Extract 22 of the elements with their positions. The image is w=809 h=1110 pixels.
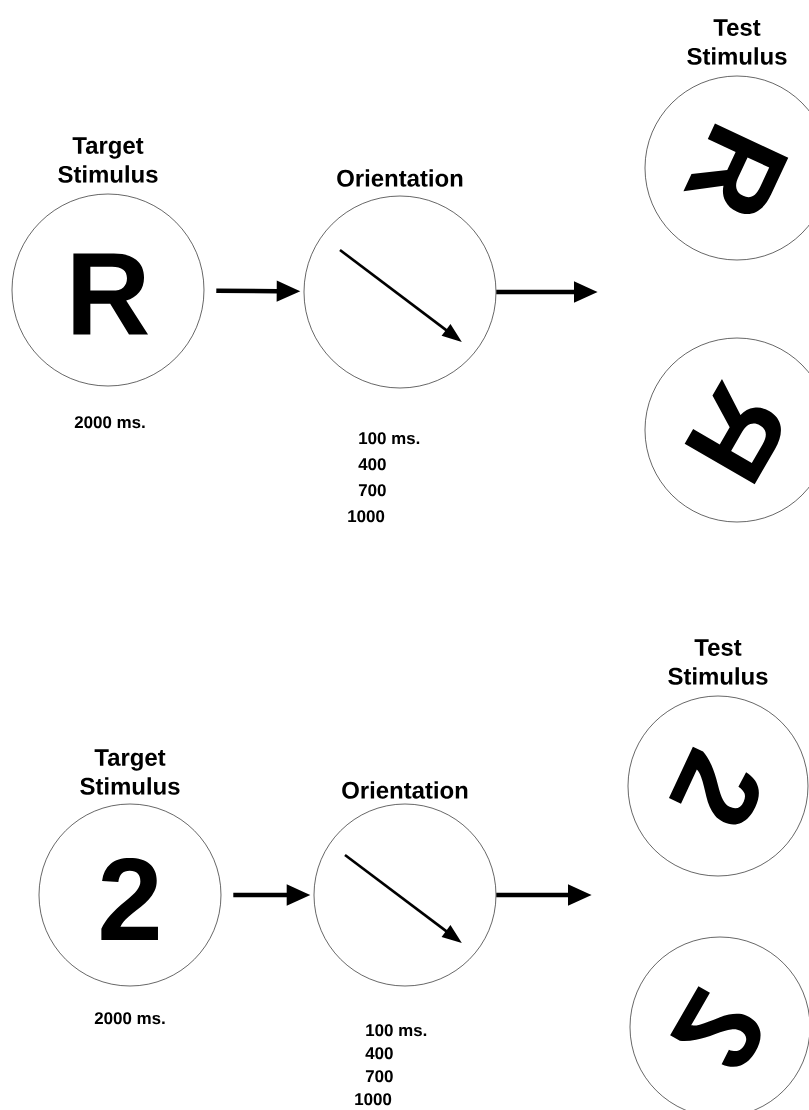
stimulus-glyph: R — [73, 253, 149, 335]
duration-label: 700 — [365, 1070, 393, 1083]
heading: Target Stimulus — [80, 749, 180, 795]
stimulus-glyph: 2 — [670, 986, 761, 1067]
stimulus-glyph: 2 — [101, 857, 158, 941]
duration-label: 1000 — [355, 1093, 392, 1106]
stimulus-glyph: R — [683, 123, 789, 215]
duration-label: 100 ms. — [366, 1024, 427, 1037]
heading: Orientation — [337, 169, 463, 187]
stimulus-glyph: 2 — [668, 746, 759, 825]
heading: Orientation — [342, 781, 468, 799]
heading: Test Stimulus — [668, 639, 768, 685]
heading: Target Stimulus — [58, 137, 158, 183]
duration-label: 1000 — [348, 510, 385, 523]
heading: Test Stimulus — [687, 19, 787, 65]
stimulus-glyph: R — [684, 379, 781, 485]
duration-label: 700 — [358, 484, 386, 497]
duration-label: 2000 ms. — [94, 1012, 165, 1025]
duration-label: 2000 ms. — [74, 416, 145, 429]
duration-label: 100 ms. — [359, 432, 420, 445]
duration-label: 400 — [365, 1047, 393, 1060]
duration-label: 400 — [358, 458, 386, 471]
